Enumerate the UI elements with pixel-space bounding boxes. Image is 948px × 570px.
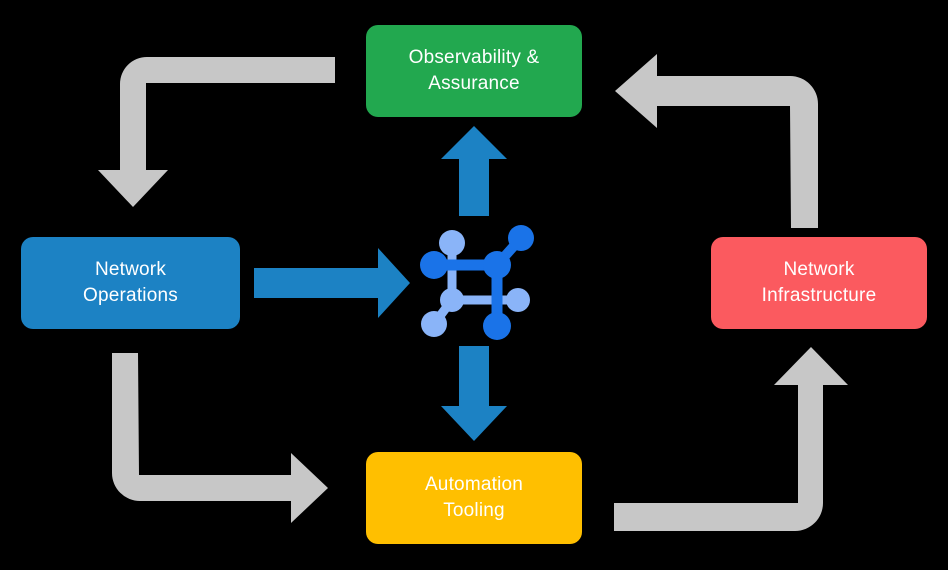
gray-arrow-netops-to-automation [112,353,328,523]
blue-arrow-center-to-automation [441,346,507,441]
node-observability-and-assurance[interactable]: Observability & Assurance [366,25,582,117]
gray-arrow-infrastructure-to-observability [615,54,818,228]
node-observability-label: Observability & Assurance [408,47,540,94]
node-network-infrastructure[interactable]: Network Infrastructure [711,237,927,329]
blue-arrow-center-to-observability [441,126,507,216]
node-network-operations[interactable]: Network Operations [21,237,240,329]
network-topology-icon-nodes [420,225,534,340]
gray-arrow-observability-to-netops [98,57,335,207]
node-network-operations-label: Network Operations [83,259,178,306]
node-network-infrastructure-label: Network Infrastructure [761,259,877,306]
node-automation-tooling[interactable]: Automation Tooling [366,452,582,544]
node-automation-tooling-label: Automation Tooling [424,474,524,521]
blue-arrow-netops-to-center [254,248,410,318]
gray-arrow-automation-to-infrastructure [614,347,848,531]
